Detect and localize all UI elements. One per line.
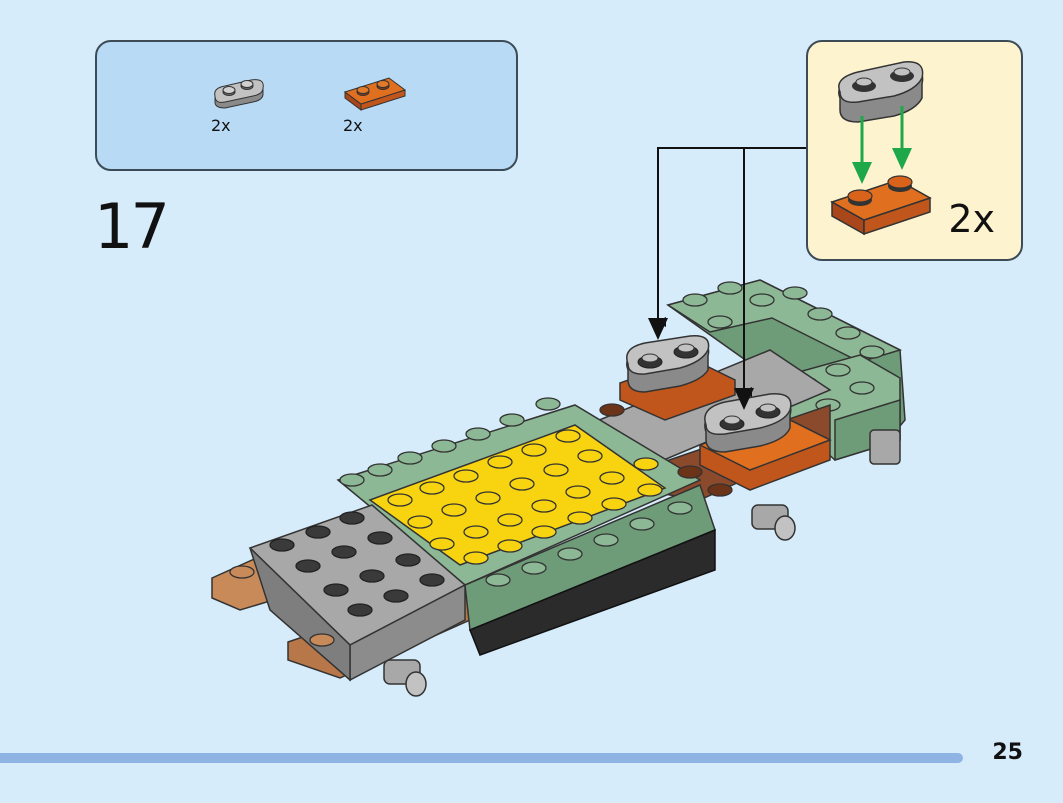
- footer-bar: [0, 753, 963, 763]
- page-number: 25: [992, 740, 1023, 765]
- callout-quantity: 2x: [948, 197, 995, 241]
- sub-assembly-callout: 2x: [806, 40, 1023, 261]
